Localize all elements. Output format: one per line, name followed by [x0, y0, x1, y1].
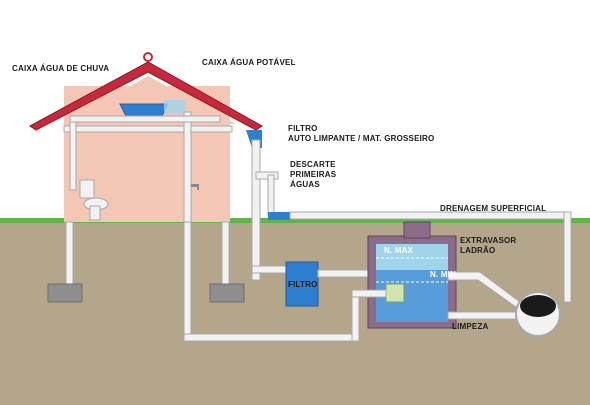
footing-right — [209, 283, 245, 303]
label-descarte-3: ÁGUAS — [290, 180, 320, 189]
house-post-left — [65, 221, 74, 287]
label-extravasor-2: LADRÃO — [460, 246, 496, 255]
footing-left — [47, 283, 83, 303]
potable-tank — [164, 100, 186, 114]
cistern-inner-filter — [385, 283, 405, 303]
label-filtro-top: FILTRO — [288, 124, 318, 133]
descarte-outlet — [268, 212, 292, 220]
pipe-house-left — [183, 111, 192, 223]
attic-beam — [63, 125, 233, 133]
label-filtro-top-sub: AUTO LIMPANTE / MAT. GROSSEIRO — [288, 134, 435, 143]
pipe-descarte — [255, 171, 279, 180]
label-descarte-2: PRIMEIRAS — [290, 170, 337, 179]
pipe-descarte-vert — [267, 174, 275, 216]
pipe-house-right — [69, 119, 77, 191]
label-extravasor-1: EXTRAVASOR — [460, 236, 517, 245]
label-limpeza: LIMPEZA — [452, 322, 489, 331]
label-caixa-chuva: CAIXA ÁGUA DE CHUVA — [12, 64, 110, 73]
underground-filter — [285, 261, 319, 307]
roof-ridge-ring — [143, 52, 153, 62]
faucet-icon — [191, 184, 199, 190]
downspout-pipe — [251, 139, 261, 281]
label-drenagem: DRENAGEM SUPERFICIAL — [440, 204, 547, 213]
label-n-min: N. MIN — [430, 270, 457, 279]
grass-line — [0, 218, 590, 223]
cistern-cap — [403, 221, 431, 239]
pipe-underground-bottom — [183, 333, 357, 342]
toilet-icon — [79, 179, 109, 221]
label-caixa-potavel: CAIXA ÁGUA POTÁVEL — [202, 58, 296, 67]
pipe-cistern-left — [351, 289, 360, 342]
label-filtro-bottom: FILTRO — [288, 280, 318, 289]
pipe-cistern-left-h — [351, 289, 387, 298]
house-post-right — [221, 221, 230, 287]
pipe-limpeza — [447, 311, 521, 320]
label-descarte-1: DESCARTE — [290, 160, 336, 169]
pipe-house-down — [183, 221, 192, 339]
pipe-drainage-vert — [563, 211, 572, 303]
pipe-top-horizontal — [69, 115, 221, 123]
attic-triangle — [62, 76, 236, 124]
label-n-max: N. MAX — [384, 246, 414, 255]
drain-icon — [515, 291, 561, 337]
